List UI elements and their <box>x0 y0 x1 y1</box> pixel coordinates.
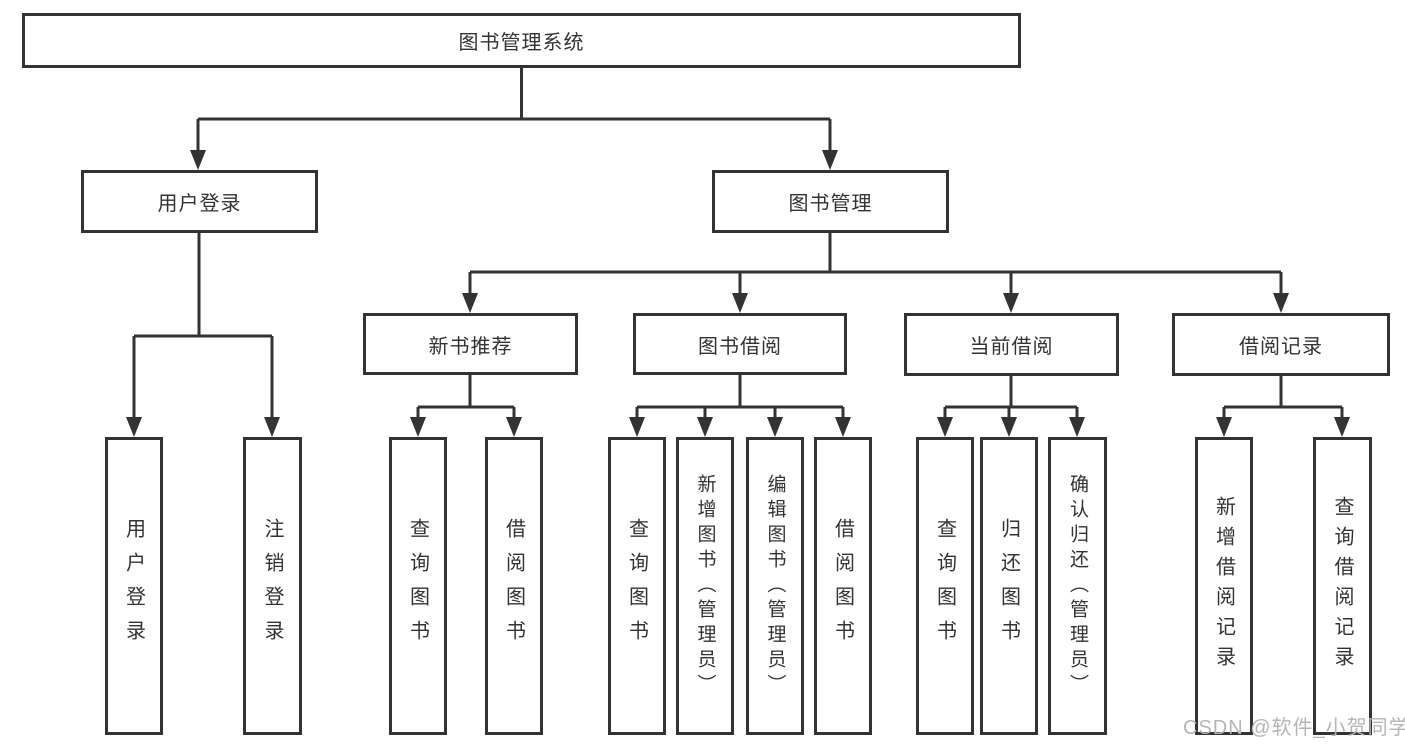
leaf-add-books-admin: 新增图书（管理员） <box>676 437 734 735</box>
connector-new-book-recommend-to-leaves <box>410 375 522 437</box>
node-book-management: 图书管理 <box>712 170 949 233</box>
connector-user-login-to-leaves <box>126 233 280 437</box>
leaf-query-books-current: 查询图书 <box>916 437 974 735</box>
node-new-book-recommend: 新书推荐 <box>363 313 578 375</box>
leaf-user-login-label: 用户登录 <box>122 518 145 654</box>
leaf-query-borrow-record-label: 查询借阅记录 <box>1331 496 1353 676</box>
node-current-borrowing: 当前借阅 <box>904 313 1119 376</box>
leaf-add-borrow-record: 新增借阅记录 <box>1195 437 1253 735</box>
node-book-borrowing: 图书借阅 <box>633 313 847 375</box>
leaf-confirm-return-admin: 确认归还（管理员） <box>1048 437 1107 735</box>
csdn-watermark: CSDN @软件_小贺同学 <box>1183 717 1405 739</box>
leaf-query-books-borrowing: 查询图书 <box>608 437 666 735</box>
leaf-borrow-books-borrowing: 借阅图书 <box>814 437 872 735</box>
connector-book-borrowing-to-leaves <box>629 375 851 437</box>
connector-borrowing-records-to-leaves <box>1216 376 1350 437</box>
leaf-edit-books-admin-label: 编辑图书（管理员） <box>764 473 786 699</box>
leaf-logout-label: 注销登录 <box>261 518 283 654</box>
leaf-query-borrow-record: 查询借阅记录 <box>1313 437 1372 735</box>
leaf-user-login: 用户登录 <box>105 437 163 735</box>
node-borrowing-records: 借阅记录 <box>1172 313 1390 376</box>
leaf-borrow-books-recommend-label: 借阅图书 <box>502 518 525 654</box>
leaf-logout: 注销登录 <box>243 437 302 735</box>
leaf-query-books-borrowing-label: 查询图书 <box>625 518 648 654</box>
node-root-library-management-system: 图书管理系统 <box>22 13 1021 68</box>
leaf-query-books-recommend: 查询图书 <box>389 437 447 735</box>
leaf-borrow-books-recommend: 借阅图书 <box>485 437 543 735</box>
connector-book-management-to-level3 <box>462 233 1289 313</box>
node-user-login: 用户登录 <box>81 170 318 233</box>
leaf-return-books-label: 归还图书 <box>997 518 1020 654</box>
leaf-add-borrow-record-label: 新增借阅记录 <box>1212 496 1235 676</box>
leaf-borrow-books-borrowing-label: 借阅图书 <box>831 518 854 654</box>
connector-root-to-level2 <box>190 68 838 170</box>
leaf-query-books-current-label: 查询图书 <box>933 518 956 654</box>
leaf-query-books-recommend-label: 查询图书 <box>406 518 429 654</box>
leaf-return-books: 归还图书 <box>980 437 1038 735</box>
leaf-confirm-return-admin-label: 确认归还（管理员） <box>1067 473 1088 699</box>
leaf-edit-books-admin: 编辑图书（管理员） <box>746 437 804 735</box>
leaf-add-books-admin-label: 新增图书（管理员） <box>694 473 716 699</box>
connector-current-borrowing-to-leaves <box>937 376 1085 437</box>
